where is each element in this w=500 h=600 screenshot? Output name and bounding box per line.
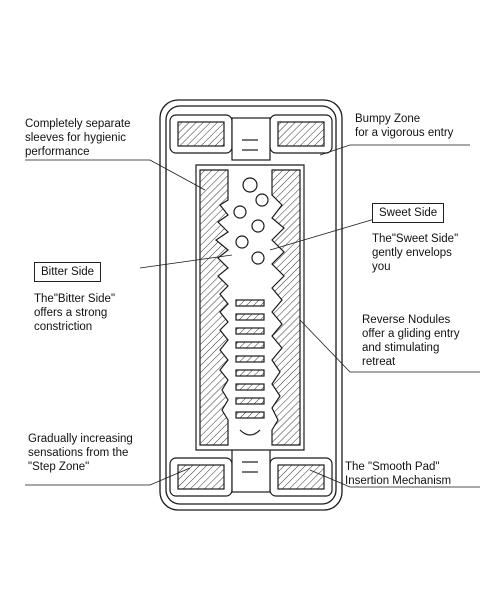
label-bumpy-zone: Bumpy Zone for a vigorous entry — [355, 112, 453, 140]
inner-sleeve — [196, 165, 304, 450]
label-step-zone: Gradually increasing sensations from the… — [28, 432, 133, 474]
label-bitter-side-desc: The"Bitter Side" offers a strong constri… — [34, 292, 115, 334]
label-reverse-nodules: Reverse Nodules offer a gliding entry an… — [362, 313, 460, 369]
label-smooth-pad: The "Smooth Pad" Insertion Mechanism — [345, 460, 451, 488]
bottom-cap — [170, 448, 332, 496]
tag-sweet-side: Sweet Side — [372, 203, 444, 223]
label-sweet-side-desc: The"Sweet Side" gently envelops you — [372, 232, 458, 274]
label-separate-sleeves: Completely separate sleeves for hygienic… — [25, 117, 130, 159]
tag-bitter-side: Bitter Side — [34, 262, 101, 282]
top-cap — [170, 115, 332, 160]
